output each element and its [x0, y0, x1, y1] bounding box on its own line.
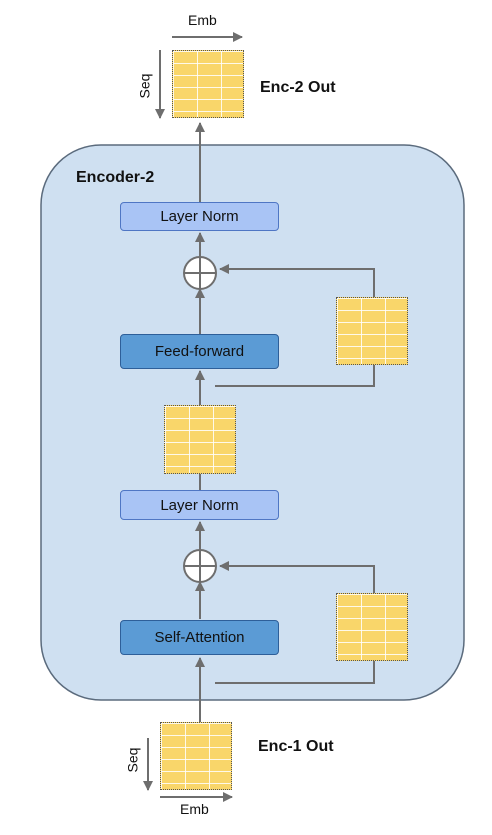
output-matrix	[172, 50, 244, 118]
input-emb-label: Emb	[180, 801, 209, 817]
residual-matrix-upper	[336, 297, 408, 365]
circle-plus-icon	[183, 256, 217, 290]
encoder-title: Encoder-2	[76, 169, 155, 186]
encoder-container	[40, 144, 465, 701]
residual-matrix-lower	[336, 593, 408, 661]
output-emb-label: Emb	[188, 12, 217, 28]
input-matrix	[160, 722, 232, 790]
self-attention-block: Self-Attention	[120, 620, 279, 655]
input-title: Enc-1 Out	[258, 738, 334, 755]
layer-norm-top-block: Layer Norm	[120, 202, 279, 231]
output-seq-label: Seq	[136, 73, 153, 99]
output-title: Enc-2 Out	[260, 79, 336, 96]
circle-plus-icon	[183, 549, 217, 583]
layer-norm-mid-block: Layer Norm	[120, 490, 279, 520]
intermediate-matrix	[164, 405, 236, 474]
input-seq-label: Seq	[124, 747, 141, 773]
feed-forward-block: Feed-forward	[120, 334, 279, 369]
